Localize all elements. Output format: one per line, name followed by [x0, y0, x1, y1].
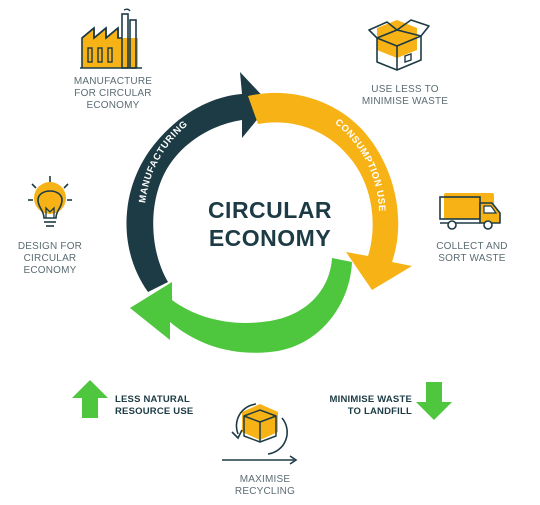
minimise-landfill-label: MINIMISE WASTE TO LANDFILL: [329, 394, 412, 417]
center-title: CIRCULAR ECONOMY: [170, 196, 370, 252]
recycling-segment: [130, 258, 352, 353]
truck-icon: [439, 193, 501, 230]
manufacture-label: MANUFACTURE FOR CIRCULAR ECONOMY: [73, 76, 153, 111]
factory-icon: [80, 8, 142, 69]
down-arrow-icon: [416, 382, 452, 420]
design-label: DESIGN FOR CIRCULAR ECONOMY: [17, 241, 83, 276]
center-title-line2: ECONOMY: [208, 225, 332, 251]
use-less-label: USE LESS TO MINIMISE WASTE: [361, 84, 449, 107]
center-title-line1: CIRCULAR: [207, 197, 333, 223]
maximise-label: MAXIMISE RECYCLING: [234, 474, 296, 497]
open-box-icon: [368, 19, 430, 71]
consumption-segment: [248, 92, 412, 290]
less-resource-label: LESS NATURAL RESOURCE USE: [115, 394, 194, 417]
collect-label: COLLECT AND SORT WASTE: [436, 241, 508, 264]
up-arrow-icon: [72, 380, 108, 418]
recycle-box-icon: [222, 403, 298, 465]
light-bulb-icon: [28, 176, 72, 227]
manufacturing-segment: [126, 72, 270, 292]
